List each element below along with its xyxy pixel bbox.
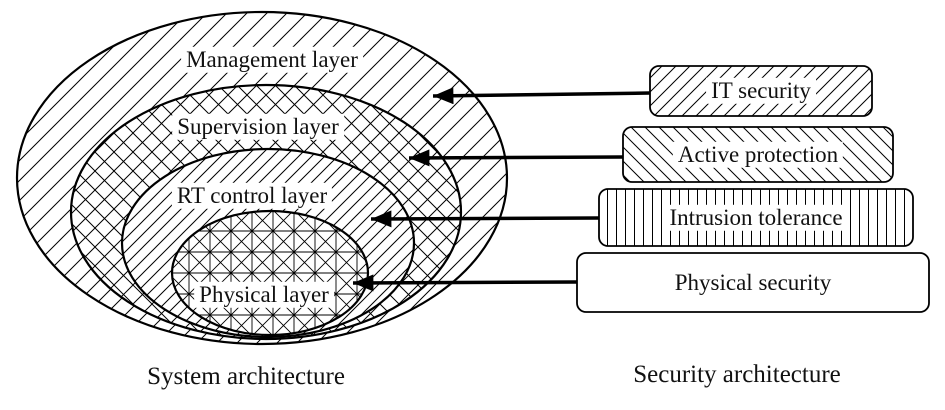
it-security-label: IT security	[706, 77, 816, 105]
physical-security-label: Physical security	[669, 269, 837, 297]
rt-control-layer-label: RT control layer	[171, 182, 333, 210]
physical-layer-label: Physical layer	[194, 281, 334, 309]
management-layer-label: Management layer	[181, 46, 363, 74]
supervision-layer-label: Supervision layer	[172, 113, 344, 141]
intrusion-tolerance-label: Intrusion tolerance	[664, 204, 848, 232]
arrow-physical-security-to-physical	[352, 274, 578, 292]
arrow-it-security-to-management	[432, 87, 651, 105]
arrow-active-protection-to-supervision	[408, 149, 624, 167]
arrow-intrusion-tolerance-to-rt-control	[370, 210, 600, 228]
system-architecture-caption: System architecture	[147, 363, 345, 390]
active-protection-label: Active protection	[672, 141, 844, 169]
physical-layer-ellipse	[170, 209, 370, 337]
security-architecture-caption: Security architecture	[633, 361, 841, 388]
